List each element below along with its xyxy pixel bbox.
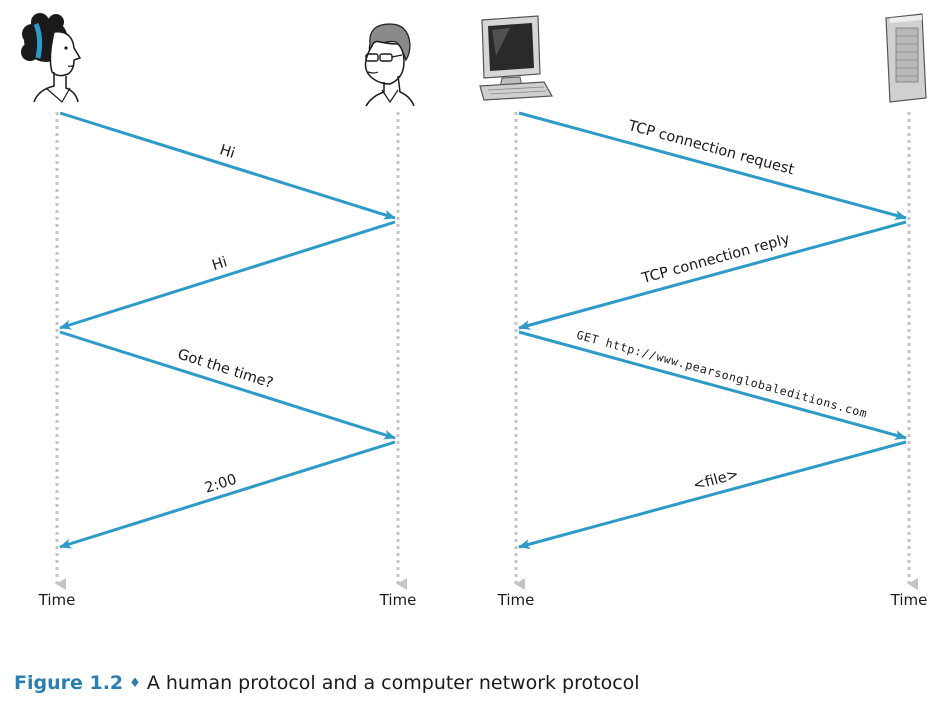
man-person-icon bbox=[364, 23, 415, 107]
caption-separator: ♦ bbox=[129, 676, 141, 691]
message-arrow bbox=[518, 440, 907, 549]
human-protocol: Hi Hi Got the time? 2:00 bbox=[59, 111, 396, 549]
protocol-diagram: Time Time Time Time Hi Hi Got the time? … bbox=[21, 13, 928, 609]
desktop-computer-icon bbox=[479, 15, 554, 101]
message-arrow bbox=[518, 220, 907, 330]
figure-caption: Figure 1.2 ♦ A human protocol and a comput… bbox=[14, 672, 640, 694]
message-arrow bbox=[518, 330, 907, 440]
time-label-woman: Time bbox=[38, 591, 76, 609]
message-arrow bbox=[518, 111, 907, 220]
network-protocol: TCP connection request TCP connection re… bbox=[518, 111, 907, 549]
caption-text: A human protocol and a computer network … bbox=[146, 672, 640, 694]
time-label-computer: Time bbox=[497, 591, 535, 609]
message-arrow bbox=[59, 220, 396, 330]
time-label-man: Time bbox=[379, 591, 417, 609]
woman-person-icon bbox=[21, 13, 82, 103]
message-label: Hi bbox=[218, 142, 237, 162]
message-arrow bbox=[59, 330, 396, 440]
message-arrow bbox=[59, 111, 396, 220]
time-label-server: Time bbox=[890, 591, 928, 609]
figure-number: Figure 1.2 bbox=[14, 672, 124, 694]
message-arrow bbox=[59, 440, 396, 549]
timelines bbox=[55, 112, 918, 590]
server-tower-icon bbox=[885, 13, 927, 103]
time-labels: Time Time Time Time bbox=[38, 591, 928, 609]
message-label: Hi bbox=[210, 254, 229, 274]
message-label: GET http://www.pearsonglobaleditions.com bbox=[575, 328, 869, 421]
